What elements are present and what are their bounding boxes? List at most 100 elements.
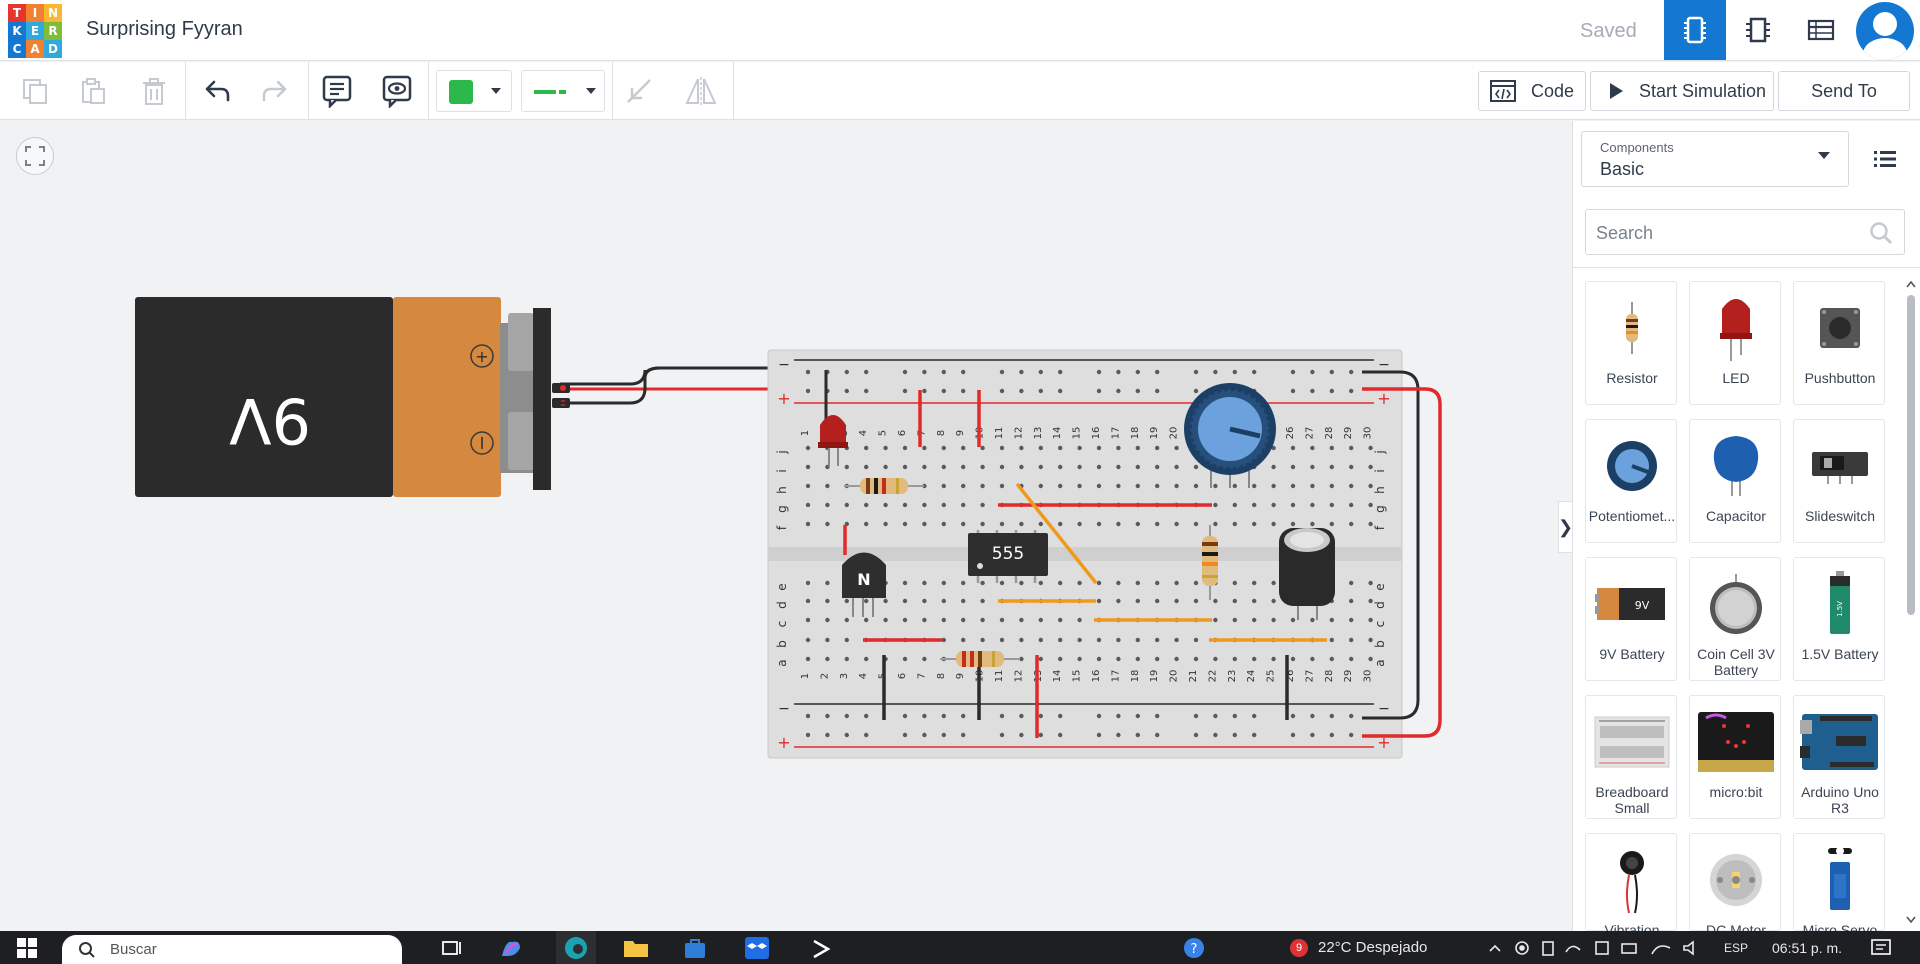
breadboard-hole[interactable] — [1038, 369, 1044, 375]
breadboard-hole[interactable] — [864, 656, 869, 662]
breadboard-hole[interactable] — [864, 713, 869, 719]
breadboard-hole[interactable] — [1232, 580, 1238, 586]
wire-type-dropdown[interactable] — [521, 70, 605, 112]
notes-visibility-button[interactable] — [376, 70, 418, 112]
breadboard-hole[interactable] — [1329, 388, 1335, 394]
breadboard-hole[interactable] — [844, 617, 849, 623]
breadboard-hole[interactable] — [825, 656, 830, 662]
breadboard-hole[interactable] — [1252, 502, 1257, 508]
schematic-view-button[interactable] — [1727, 0, 1789, 60]
component-card[interactable]: Pushbutton — [1793, 281, 1885, 405]
breadboard-hole[interactable] — [1058, 732, 1063, 738]
breadboard-hole[interactable] — [902, 656, 908, 662]
breadboard-hole[interactable] — [864, 617, 869, 623]
breadboard-hole[interactable] — [1096, 521, 1102, 527]
breadboard-hole[interactable] — [1096, 483, 1102, 489]
language-indicator[interactable]: ESP — [1724, 931, 1748, 964]
breadboard-hole[interactable] — [980, 521, 985, 527]
breadboard-hole[interactable] — [1349, 521, 1354, 527]
breadboard-hole[interactable] — [1368, 521, 1373, 527]
breadboard-hole[interactable] — [1174, 598, 1179, 604]
breadboard-hole[interactable] — [1213, 713, 1218, 719]
component-card[interactable]: micro:bit — [1689, 695, 1781, 819]
breadboard-hole[interactable] — [999, 580, 1005, 586]
breadboard-hole[interactable] — [805, 580, 811, 586]
breadboard-hole[interactable] — [1290, 502, 1296, 508]
breadboard-hole[interactable] — [844, 464, 849, 470]
breadboard-hole[interactable] — [1038, 580, 1044, 586]
breadboard-hole[interactable] — [1135, 598, 1141, 604]
breadboard-hole[interactable] — [1058, 656, 1063, 662]
breadboard-hole[interactable] — [1368, 637, 1373, 643]
resistor-1[interactable] — [844, 478, 924, 494]
breadboard-hole[interactable] — [1271, 483, 1276, 489]
breadboard-hole[interactable] — [922, 732, 927, 738]
redo-button[interactable] — [254, 70, 296, 112]
breadboard-hole[interactable] — [1096, 580, 1102, 586]
breadboard-hole[interactable] — [1310, 502, 1315, 508]
breadboard-hole[interactable] — [825, 732, 830, 738]
breadboard-hole[interactable] — [1290, 617, 1296, 623]
breadboard-hole[interactable] — [864, 598, 869, 604]
breadboard-hole[interactable] — [1155, 483, 1160, 489]
breadboard-hole[interactable] — [1019, 637, 1024, 643]
breadboard-hole[interactable] — [1193, 483, 1199, 489]
breadboard-hole[interactable] — [1252, 598, 1257, 604]
breadboard-hole[interactable] — [1271, 656, 1276, 662]
breadboard-hole[interactable] — [1329, 502, 1335, 508]
breadboard-hole[interactable] — [1329, 637, 1335, 643]
breadboard-hole[interactable] — [1271, 521, 1276, 527]
breadboard-hole[interactable] — [844, 656, 849, 662]
breadboard-hole[interactable] — [980, 598, 985, 604]
breadboard-hole[interactable] — [1290, 369, 1296, 375]
breadboard-hole[interactable] — [902, 617, 908, 623]
breadboard-hole[interactable] — [922, 445, 927, 451]
breadboard-hole[interactable] — [1310, 713, 1315, 719]
breadboard-hole[interactable] — [825, 580, 830, 586]
component-card[interactable]: Micro Servo — [1793, 833, 1885, 931]
component-search-box[interactable] — [1585, 209, 1905, 255]
breadboard-hole[interactable] — [1096, 598, 1102, 604]
breadboard-hole[interactable] — [1368, 656, 1373, 662]
list-view-button[interactable] — [1865, 141, 1905, 177]
component-card[interactable]: Capacitor — [1689, 419, 1781, 543]
breadboard-hole[interactable] — [1290, 656, 1296, 662]
breadboard-hole[interactable] — [1116, 713, 1121, 719]
weather-widget[interactable]: 9 22°C Despejado — [1290, 931, 1427, 964]
breadboard-hole[interactable] — [1271, 617, 1276, 623]
breadboard-hole[interactable] — [805, 369, 811, 375]
breadboard-hole[interactable] — [1252, 521, 1257, 527]
breadboard-hole[interactable] — [922, 521, 927, 527]
breadboard-hole[interactable] — [1349, 713, 1354, 719]
breadboard-hole[interactable] — [1368, 483, 1373, 489]
breadboard-hole[interactable] — [1116, 369, 1121, 375]
breadboard-hole[interactable] — [825, 598, 830, 604]
breadboard-hole[interactable] — [941, 580, 946, 586]
breadboard-hole[interactable] — [941, 464, 946, 470]
breadboard-hole[interactable] — [1077, 445, 1082, 451]
breadboard-hole[interactable] — [1329, 656, 1335, 662]
battery-9v[interactable]: + 9V — [135, 297, 551, 497]
color-picker-dropdown[interactable] — [436, 70, 512, 112]
panel-scrollbar[interactable] — [1903, 273, 1919, 931]
breadboard-hole[interactable] — [1368, 445, 1373, 451]
breadboard-hole[interactable] — [922, 502, 927, 508]
breadboard-hole[interactable] — [1232, 713, 1238, 719]
breadboard-hole[interactable] — [961, 580, 966, 586]
breadboard-hole[interactable] — [1116, 388, 1121, 394]
breadboard-hole[interactable] — [844, 732, 849, 738]
component-card[interactable]: Coin Cell 3V Battery — [1689, 557, 1781, 681]
breadboard-hole[interactable] — [1135, 580, 1141, 586]
breadboard-hole[interactable] — [883, 521, 888, 527]
component-card[interactable]: Resistor — [1585, 281, 1677, 405]
breadboard-hole[interactable] — [1077, 617, 1082, 623]
breadboard-hole[interactable] — [1349, 483, 1354, 489]
breadboard-hole[interactable] — [1135, 732, 1141, 738]
breadboard-hole[interactable] — [825, 617, 830, 623]
breadboard-hole[interactable] — [1310, 369, 1315, 375]
breadboard-hole[interactable] — [941, 483, 946, 489]
jumper-wires[interactable] — [824, 370, 1442, 738]
breadboard-hole[interactable] — [941, 369, 946, 375]
breadboard-hole[interactable] — [1193, 580, 1199, 586]
